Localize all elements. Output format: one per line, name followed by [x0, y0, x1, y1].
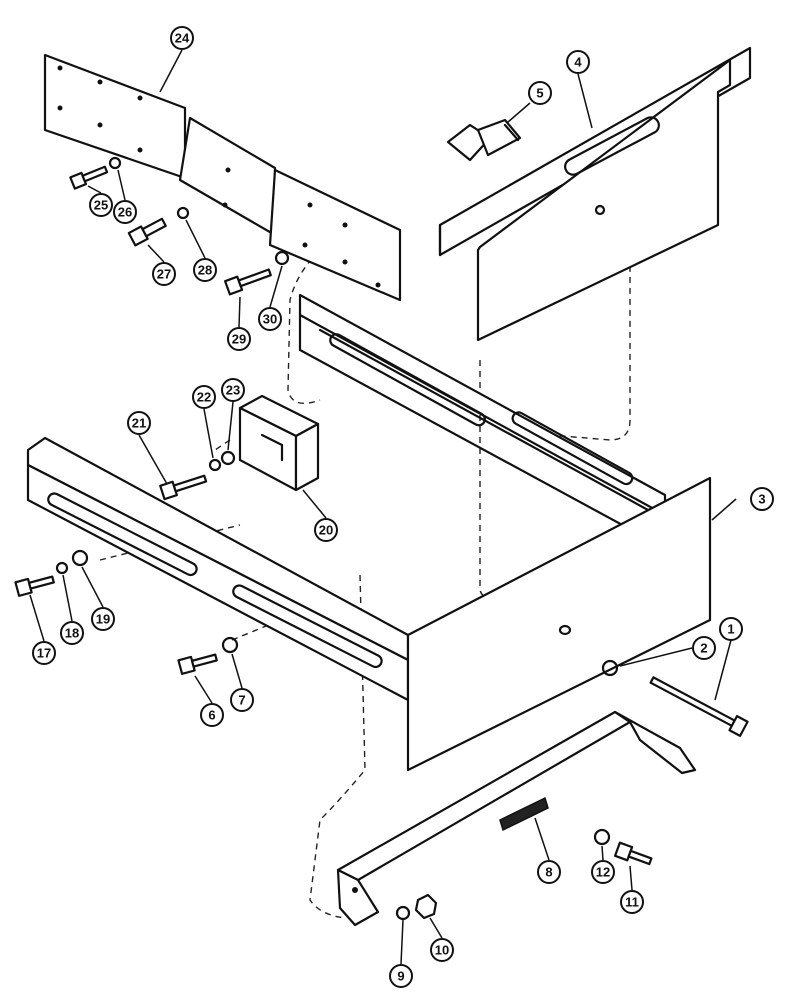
- callout-27: 27: [152, 262, 176, 286]
- washer-2: [601, 659, 619, 677]
- callout-9: 9: [389, 964, 413, 988]
- callout-18: 18: [60, 621, 84, 645]
- part-8-bracket: [336, 710, 697, 927]
- svg-text:17: 17: [37, 646, 51, 661]
- callout-10: 10: [430, 938, 454, 962]
- callout-7: 7: [230, 688, 254, 712]
- svg-text:4: 4: [574, 55, 582, 70]
- callout-8: 8: [537, 860, 561, 884]
- svg-text:26: 26: [118, 205, 132, 220]
- svg-text:9: 9: [397, 969, 404, 984]
- callout-6: 6: [200, 703, 224, 727]
- svg-text:5: 5: [536, 86, 543, 101]
- washer-12: [593, 828, 611, 846]
- part-24-strip: [43, 53, 402, 302]
- callout-17: 17: [32, 641, 56, 665]
- bolt-29: [223, 268, 272, 296]
- washer-22: [208, 458, 222, 472]
- svg-text:22: 22: [197, 390, 211, 405]
- washer-7: [221, 636, 239, 654]
- svg-text:25: 25: [94, 198, 108, 213]
- washer-19: [71, 549, 89, 567]
- bolt-11: [613, 841, 653, 866]
- washer-23: [220, 450, 236, 466]
- svg-text:8: 8: [545, 865, 552, 880]
- washer-30: [274, 250, 290, 266]
- callout-11: 11: [620, 890, 644, 914]
- part-5-bolt: [446, 118, 522, 162]
- washer-26: [108, 156, 122, 170]
- svg-text:7: 7: [238, 693, 245, 708]
- callout-1: 1: [719, 617, 743, 641]
- callout-23: 23: [221, 378, 245, 402]
- svg-text:20: 20: [319, 523, 333, 538]
- svg-text:30: 30: [263, 312, 277, 327]
- svg-text:11: 11: [625, 895, 639, 910]
- callout-29: 29: [227, 327, 251, 351]
- svg-text:23: 23: [226, 383, 240, 398]
- callout-19: 19: [91, 607, 115, 631]
- callout-20: 20: [314, 518, 338, 542]
- callout-28: 28: [193, 258, 217, 282]
- bolt-17: [14, 575, 55, 597]
- bolt-27: [127, 217, 167, 247]
- part-4-plate: [438, 46, 752, 342]
- bolt-21: [159, 474, 208, 501]
- nut-10: [414, 893, 438, 920]
- callout-24: 24: [170, 26, 194, 50]
- callout-26: 26: [113, 200, 137, 224]
- svg-text:29: 29: [232, 332, 246, 347]
- washer-18: [55, 561, 69, 575]
- callout-22: 22: [192, 385, 216, 409]
- svg-text:3: 3: [758, 492, 765, 507]
- fastener-washers: [55, 156, 619, 921]
- svg-text:28: 28: [198, 263, 212, 278]
- part-3-frame: [26, 293, 712, 772]
- svg-text:2: 2: [700, 641, 707, 656]
- fastener-bolts: [14, 165, 749, 866]
- bolt-1: [649, 676, 749, 737]
- bolt-25: [69, 165, 109, 190]
- washer-28: [176, 206, 190, 220]
- callout-4: 4: [566, 50, 590, 74]
- callout-12: 12: [591, 860, 615, 884]
- callout-2: 2: [692, 636, 716, 660]
- bolt-6: [177, 653, 218, 675]
- callout-25: 25: [89, 193, 113, 217]
- svg-text:10: 10: [435, 943, 449, 958]
- svg-text:1: 1: [727, 622, 734, 637]
- svg-text:19: 19: [96, 612, 110, 627]
- svg-text:12: 12: [596, 865, 610, 880]
- callout-21: 21: [127, 411, 151, 435]
- svg-text:21: 21: [132, 416, 146, 431]
- callout-5: 5: [528, 81, 552, 105]
- svg-text:6: 6: [208, 708, 215, 723]
- leader-lines: [29, 49, 737, 965]
- svg-text:24: 24: [175, 31, 190, 46]
- svg-text:18: 18: [65, 626, 79, 641]
- svg-text:27: 27: [157, 267, 171, 282]
- washer-9: [395, 905, 411, 921]
- callout-3: 3: [750, 487, 774, 511]
- callouts: 1 2 3 4 5 6 7 8 9 10 11 12 17 18 19 20 2…: [32, 26, 774, 988]
- callout-30: 30: [258, 307, 282, 331]
- part-20-block: [238, 394, 320, 492]
